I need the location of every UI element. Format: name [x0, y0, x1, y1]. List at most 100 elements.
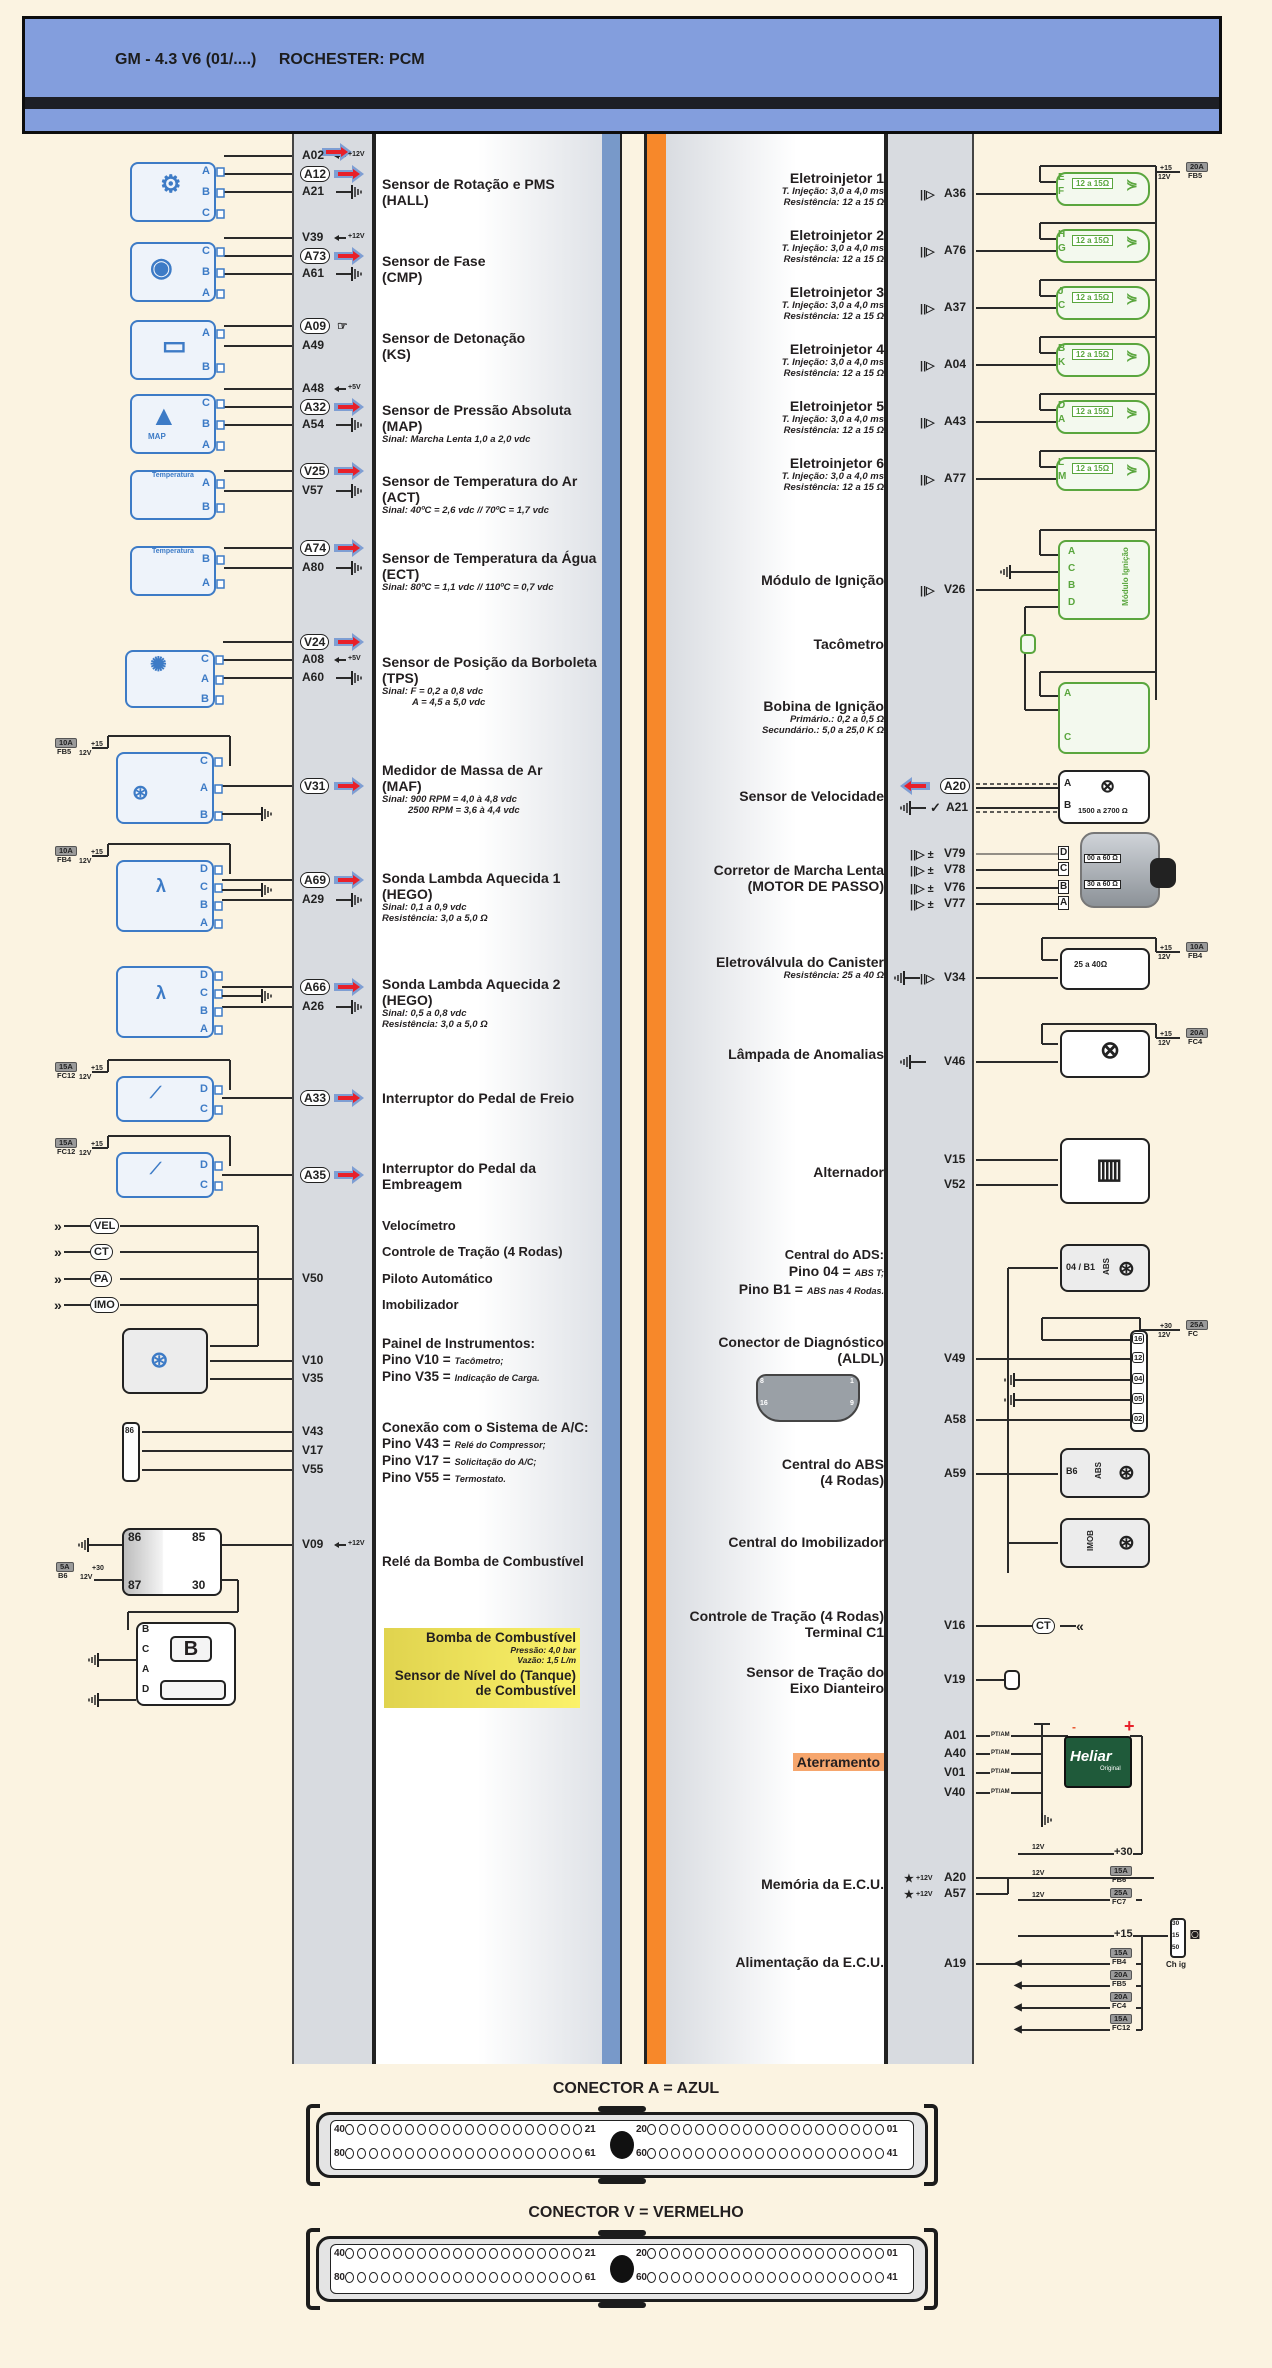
ground-icon — [351, 671, 362, 685]
abs-pin-desc: ABS T; — [854, 1268, 884, 1278]
terminal-letter: B — [202, 186, 210, 198]
coil-resistance: Primário.: 0,2 a 0,5 Ω — [789, 714, 884, 725]
connector-a-title: CONECTOR A = AZUL — [552, 2080, 720, 2097]
injector-resistance: Resistência: 12 a 15 Ω — [783, 425, 884, 436]
terminal-pin-icon — [216, 268, 225, 278]
pin-V19: V19 — [944, 1672, 966, 1686]
ac-connector-label: 86 — [125, 1426, 134, 1435]
supply-arrow-icon — [334, 386, 339, 392]
pin-hole — [874, 2272, 884, 2283]
abs-t-tag: ABS — [1101, 1258, 1111, 1275]
signal-output-arrow-icon — [334, 633, 364, 651]
panel-pin-desc: Tacômetro; — [454, 1356, 504, 1366]
terminal-pin-icon — [214, 971, 223, 981]
sensor-spec: Sinal: 40ºC = 2,6 vdc // 70ºC = 1,7 vdc — [382, 505, 549, 516]
output-arrow-icon: ◀ — [1014, 1958, 1022, 1969]
terminal-pin-icon — [214, 883, 223, 893]
tachometer-label: Tacômetro — [664, 636, 884, 652]
fuse-name: FC4 — [1112, 2001, 1127, 2010]
sensor-subtitle: (ACT) — [382, 489, 421, 505]
terminal-letter: B — [1064, 800, 1072, 811]
v50-function-label: Velocímetro — [382, 1218, 456, 1233]
pin-V31: V31 — [300, 778, 330, 794]
signal-output-arrow-icon — [334, 165, 364, 183]
instrument-panel-label: Painel de Instrumentos:Pino V10 =Tacômet… — [382, 1336, 540, 1386]
sensor-spec: Sinal: 0,5 a 0,8 vdc — [382, 1008, 467, 1019]
connector-key-hole — [610, 2131, 634, 2159]
terminal-letter: B — [200, 899, 208, 911]
alternator-component — [1060, 1138, 1150, 1204]
front-axle-subtitle: Eixo Dianteiro — [789, 1680, 884, 1696]
speed-sensor-component — [1058, 770, 1150, 824]
pin-V57: V57 — [302, 483, 324, 497]
ground-icon — [261, 989, 272, 1003]
pin-V43: V43 — [302, 1424, 324, 1438]
pin-hole — [838, 2124, 848, 2135]
pin-hole — [440, 2148, 450, 2159]
sensor-title: Sensor de Rotação e PMS — [382, 176, 555, 192]
sensor-title: Sensor de Temperatura da Água — [382, 550, 597, 566]
injector-resistance: Resistência: 12 a 15 Ω — [783, 482, 884, 493]
terminal-letter: A — [1068, 546, 1076, 557]
terminal-letter: B — [200, 1005, 208, 1017]
cam-sensor-icon: ◉ — [150, 252, 173, 282]
pin-A49: A49 — [302, 338, 325, 352]
pin-hole — [694, 2248, 704, 2259]
pin-number-end: 61 — [584, 2272, 596, 2284]
iac-subtitle: (MOTOR DE PASSO) — [747, 878, 884, 894]
header-banner: GM - 4.3 V6 (01/....) ROCHESTER: PCM — [22, 16, 1222, 134]
pin-number-start: 20 — [636, 2124, 647, 2136]
canister-title: Eletroválvula do Canister — [715, 954, 884, 970]
terminal-letter: C — [200, 1103, 208, 1115]
ignition-coil-component — [1058, 682, 1150, 754]
knock-sensor-icon: ▭ — [162, 330, 187, 360]
ac-pin-desc: Solicitação do A/C; — [454, 1457, 537, 1467]
relay-terminal: 85 — [192, 1530, 206, 1544]
pin-hole — [718, 2248, 728, 2259]
terminal-letter: B — [1068, 580, 1076, 591]
abs-central-label: Central do ADS:Pino 04 =ABS T;Pino B1 =A… — [664, 1246, 884, 1299]
pin-A36: A36 — [944, 186, 967, 200]
signal-output-arrow-icon — [334, 777, 364, 795]
pin-hole — [404, 2148, 414, 2159]
connector-tab — [598, 2230, 646, 2236]
tag-VEL: VEL — [90, 1218, 120, 1234]
pin-number-start: 40 — [334, 2124, 345, 2136]
pin-hole — [416, 2124, 426, 2135]
pin-hole — [488, 2124, 498, 2135]
pin-V24: V24 — [300, 634, 330, 650]
iac-title: Corretor de Marcha Lenta — [713, 862, 884, 878]
ecu-power-label: Alimentação da E.C.U. — [664, 1954, 884, 1970]
pin-V76: V76 — [944, 880, 966, 894]
sensor-spec: Sinal: F = 0,2 a 0,8 vdc — [382, 686, 484, 697]
v50-function-label: Imobilizador — [382, 1297, 459, 1312]
pin-hole — [730, 2272, 740, 2283]
terminal-pin-icon — [216, 579, 225, 589]
fuse-name: FB5 — [1188, 171, 1203, 180]
pin-V77: V77 — [944, 896, 966, 910]
terminal-letter: A — [1058, 896, 1070, 910]
pin-V55: V55 — [302, 1462, 324, 1476]
fuse-rating: 10A — [55, 738, 77, 748]
ground-icon — [351, 561, 362, 575]
pin-holes — [344, 2124, 585, 2135]
ground-icon — [351, 893, 362, 907]
switch-icon: ⟋ — [150, 1085, 162, 1102]
pin-hole — [512, 2248, 522, 2259]
signal-output-arrow-icon — [322, 143, 352, 161]
vehicle-model: GM - 4.3 V6 (01/....) — [115, 51, 257, 68]
fuse-name: FC4 — [1188, 1037, 1203, 1046]
traction-subtitle: Terminal C1 — [804, 1624, 884, 1640]
pin-hole — [416, 2272, 426, 2283]
pin-hole — [344, 2272, 354, 2283]
speed-sensor-label: Sensor de Velocidade — [664, 788, 884, 804]
pin-hole — [754, 2272, 764, 2283]
supply-voltage: +5V — [348, 384, 361, 391]
pin-A04: A04 — [944, 357, 967, 371]
pin-A59: A59 — [944, 1466, 967, 1480]
abs-t-module — [1060, 1244, 1150, 1292]
